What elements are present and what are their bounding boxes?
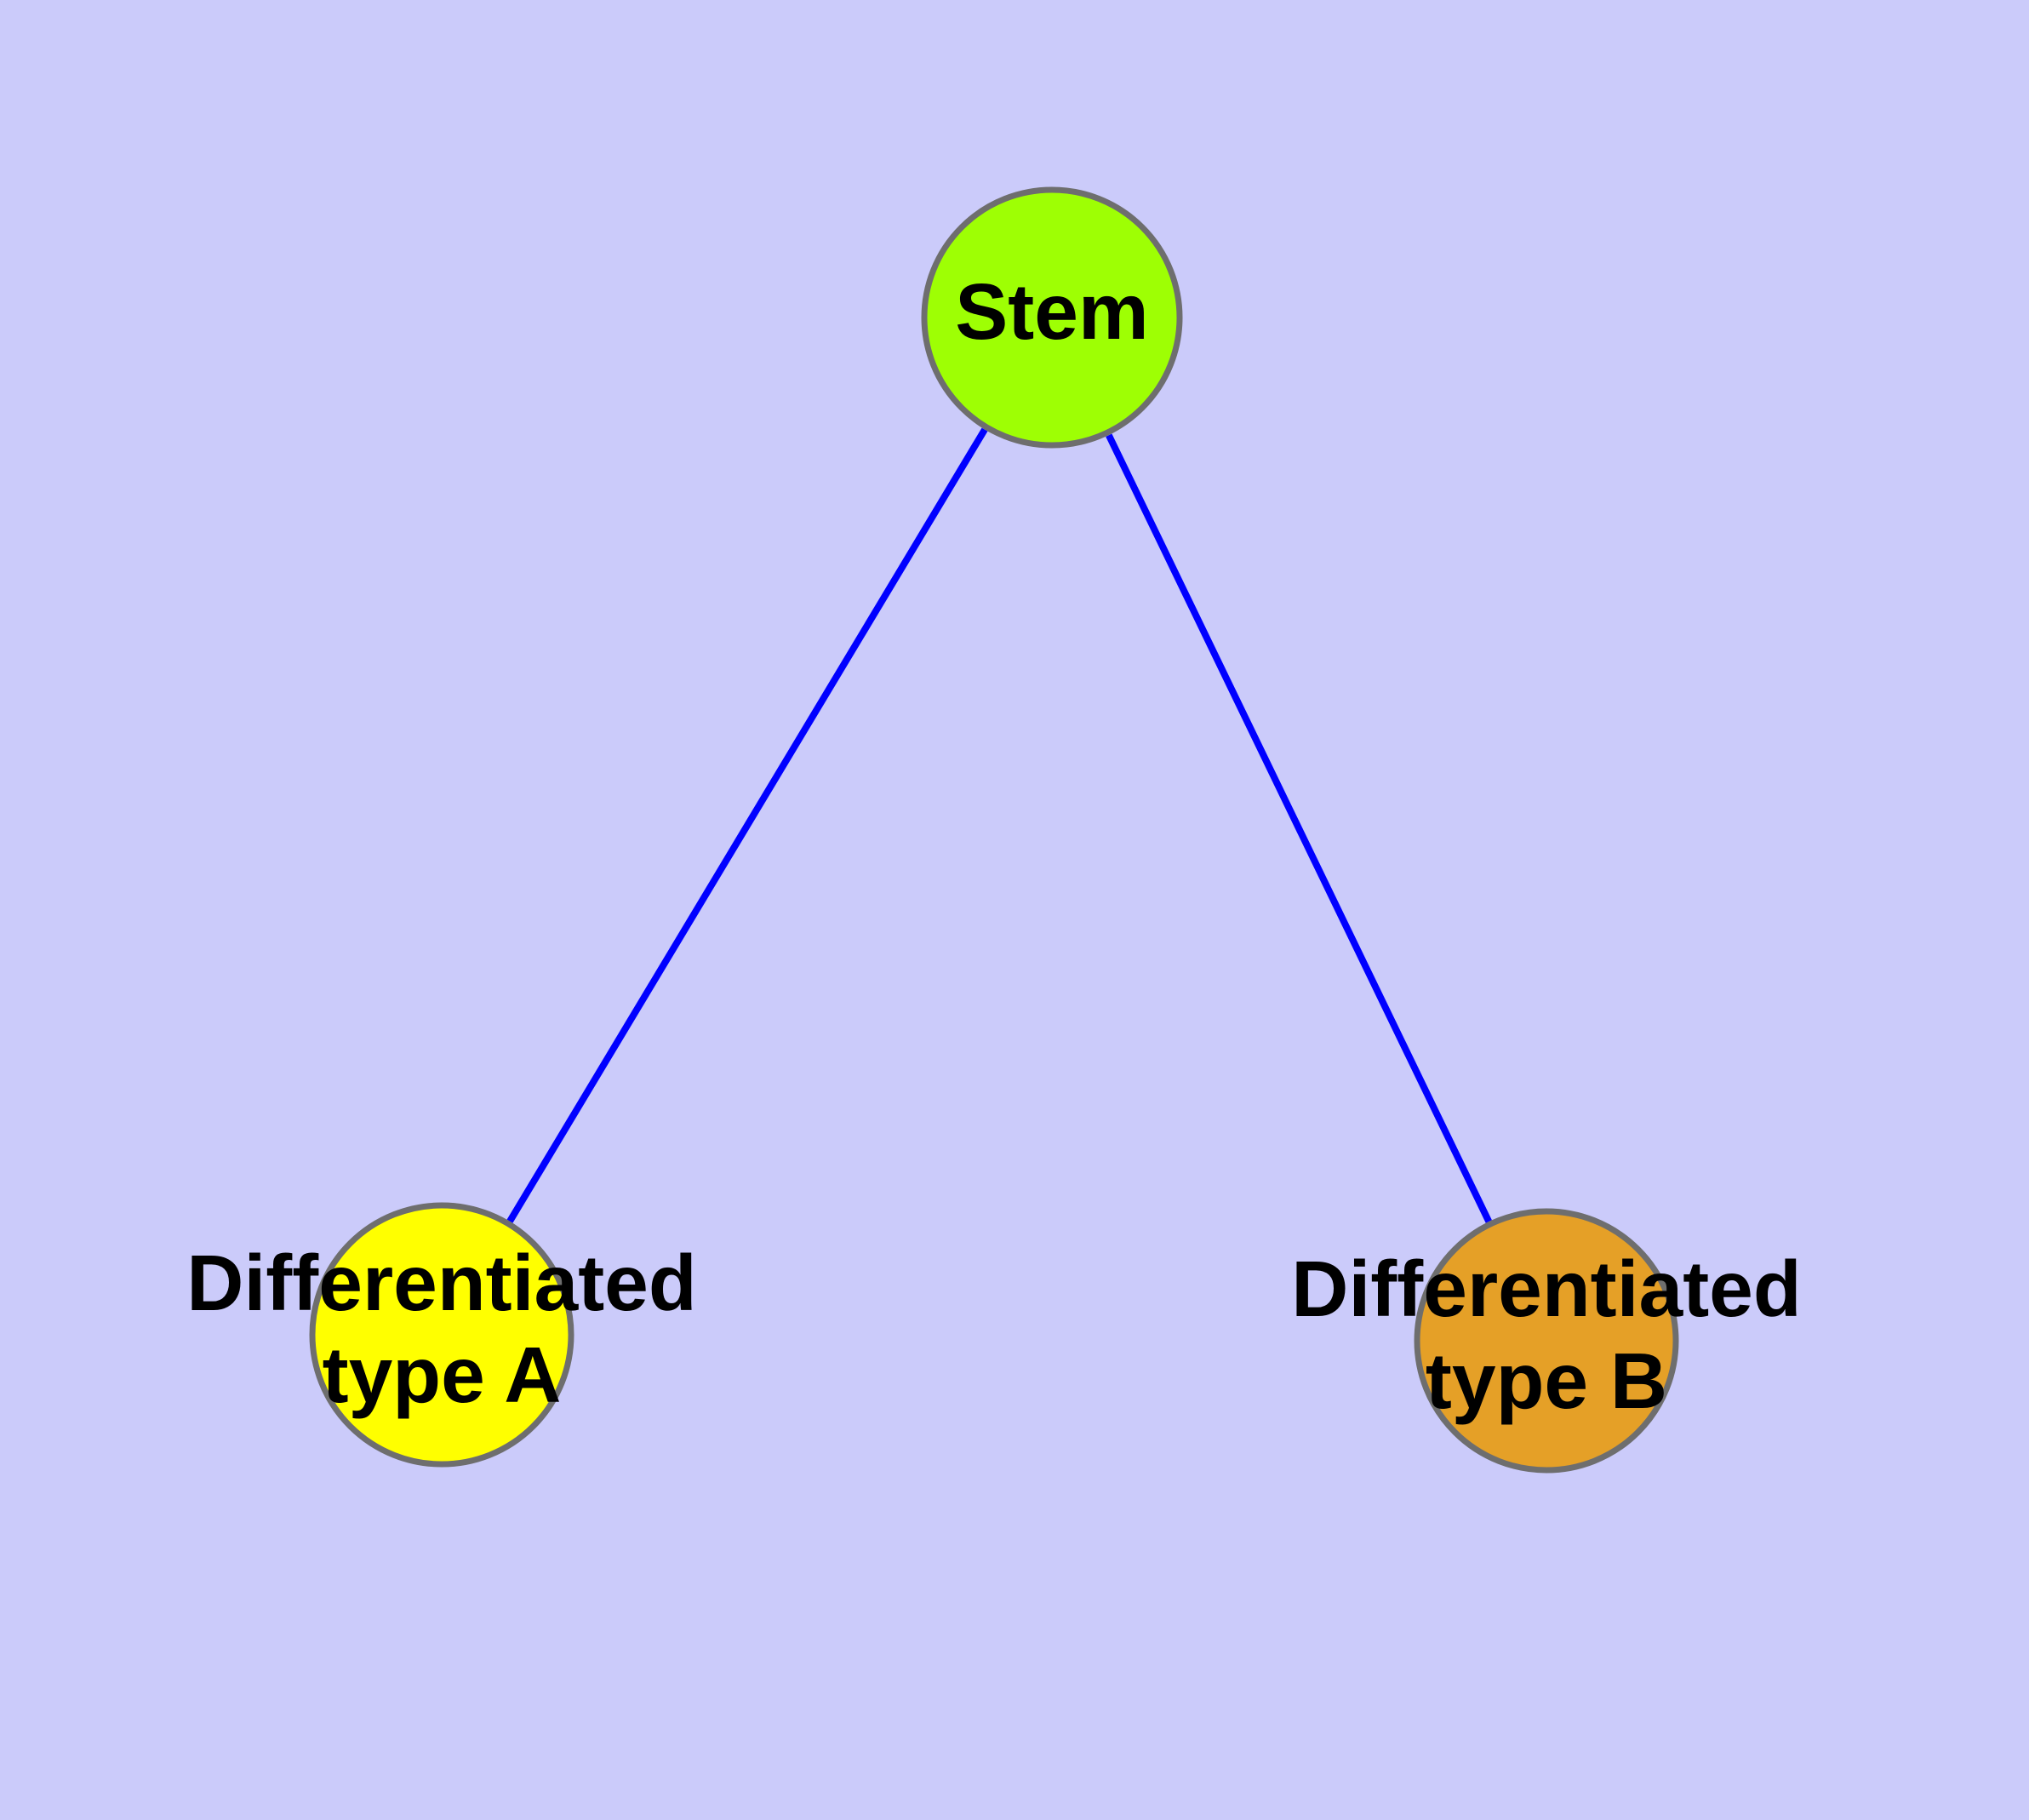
node-stem[interactable] <box>921 186 1183 449</box>
node-label-line: Stem <box>955 267 1148 356</box>
node-label-line: Differentiated <box>1291 1245 1801 1333</box>
node-diff_a[interactable] <box>309 1202 574 1468</box>
node-label-line: Differentiated <box>186 1239 696 1327</box>
node-label-line: type A <box>323 1331 562 1419</box>
edge-stem-to-diff_a <box>506 427 988 1223</box>
edges-layer <box>506 427 1492 1223</box>
node-label-stem: Stem <box>955 267 1148 356</box>
nodes-layer <box>309 186 1679 1474</box>
node-diff_b[interactable] <box>1414 1208 1679 1474</box>
node-label-line: type B <box>1426 1336 1667 1425</box>
edge-stem-to-diff_b <box>1106 433 1492 1223</box>
